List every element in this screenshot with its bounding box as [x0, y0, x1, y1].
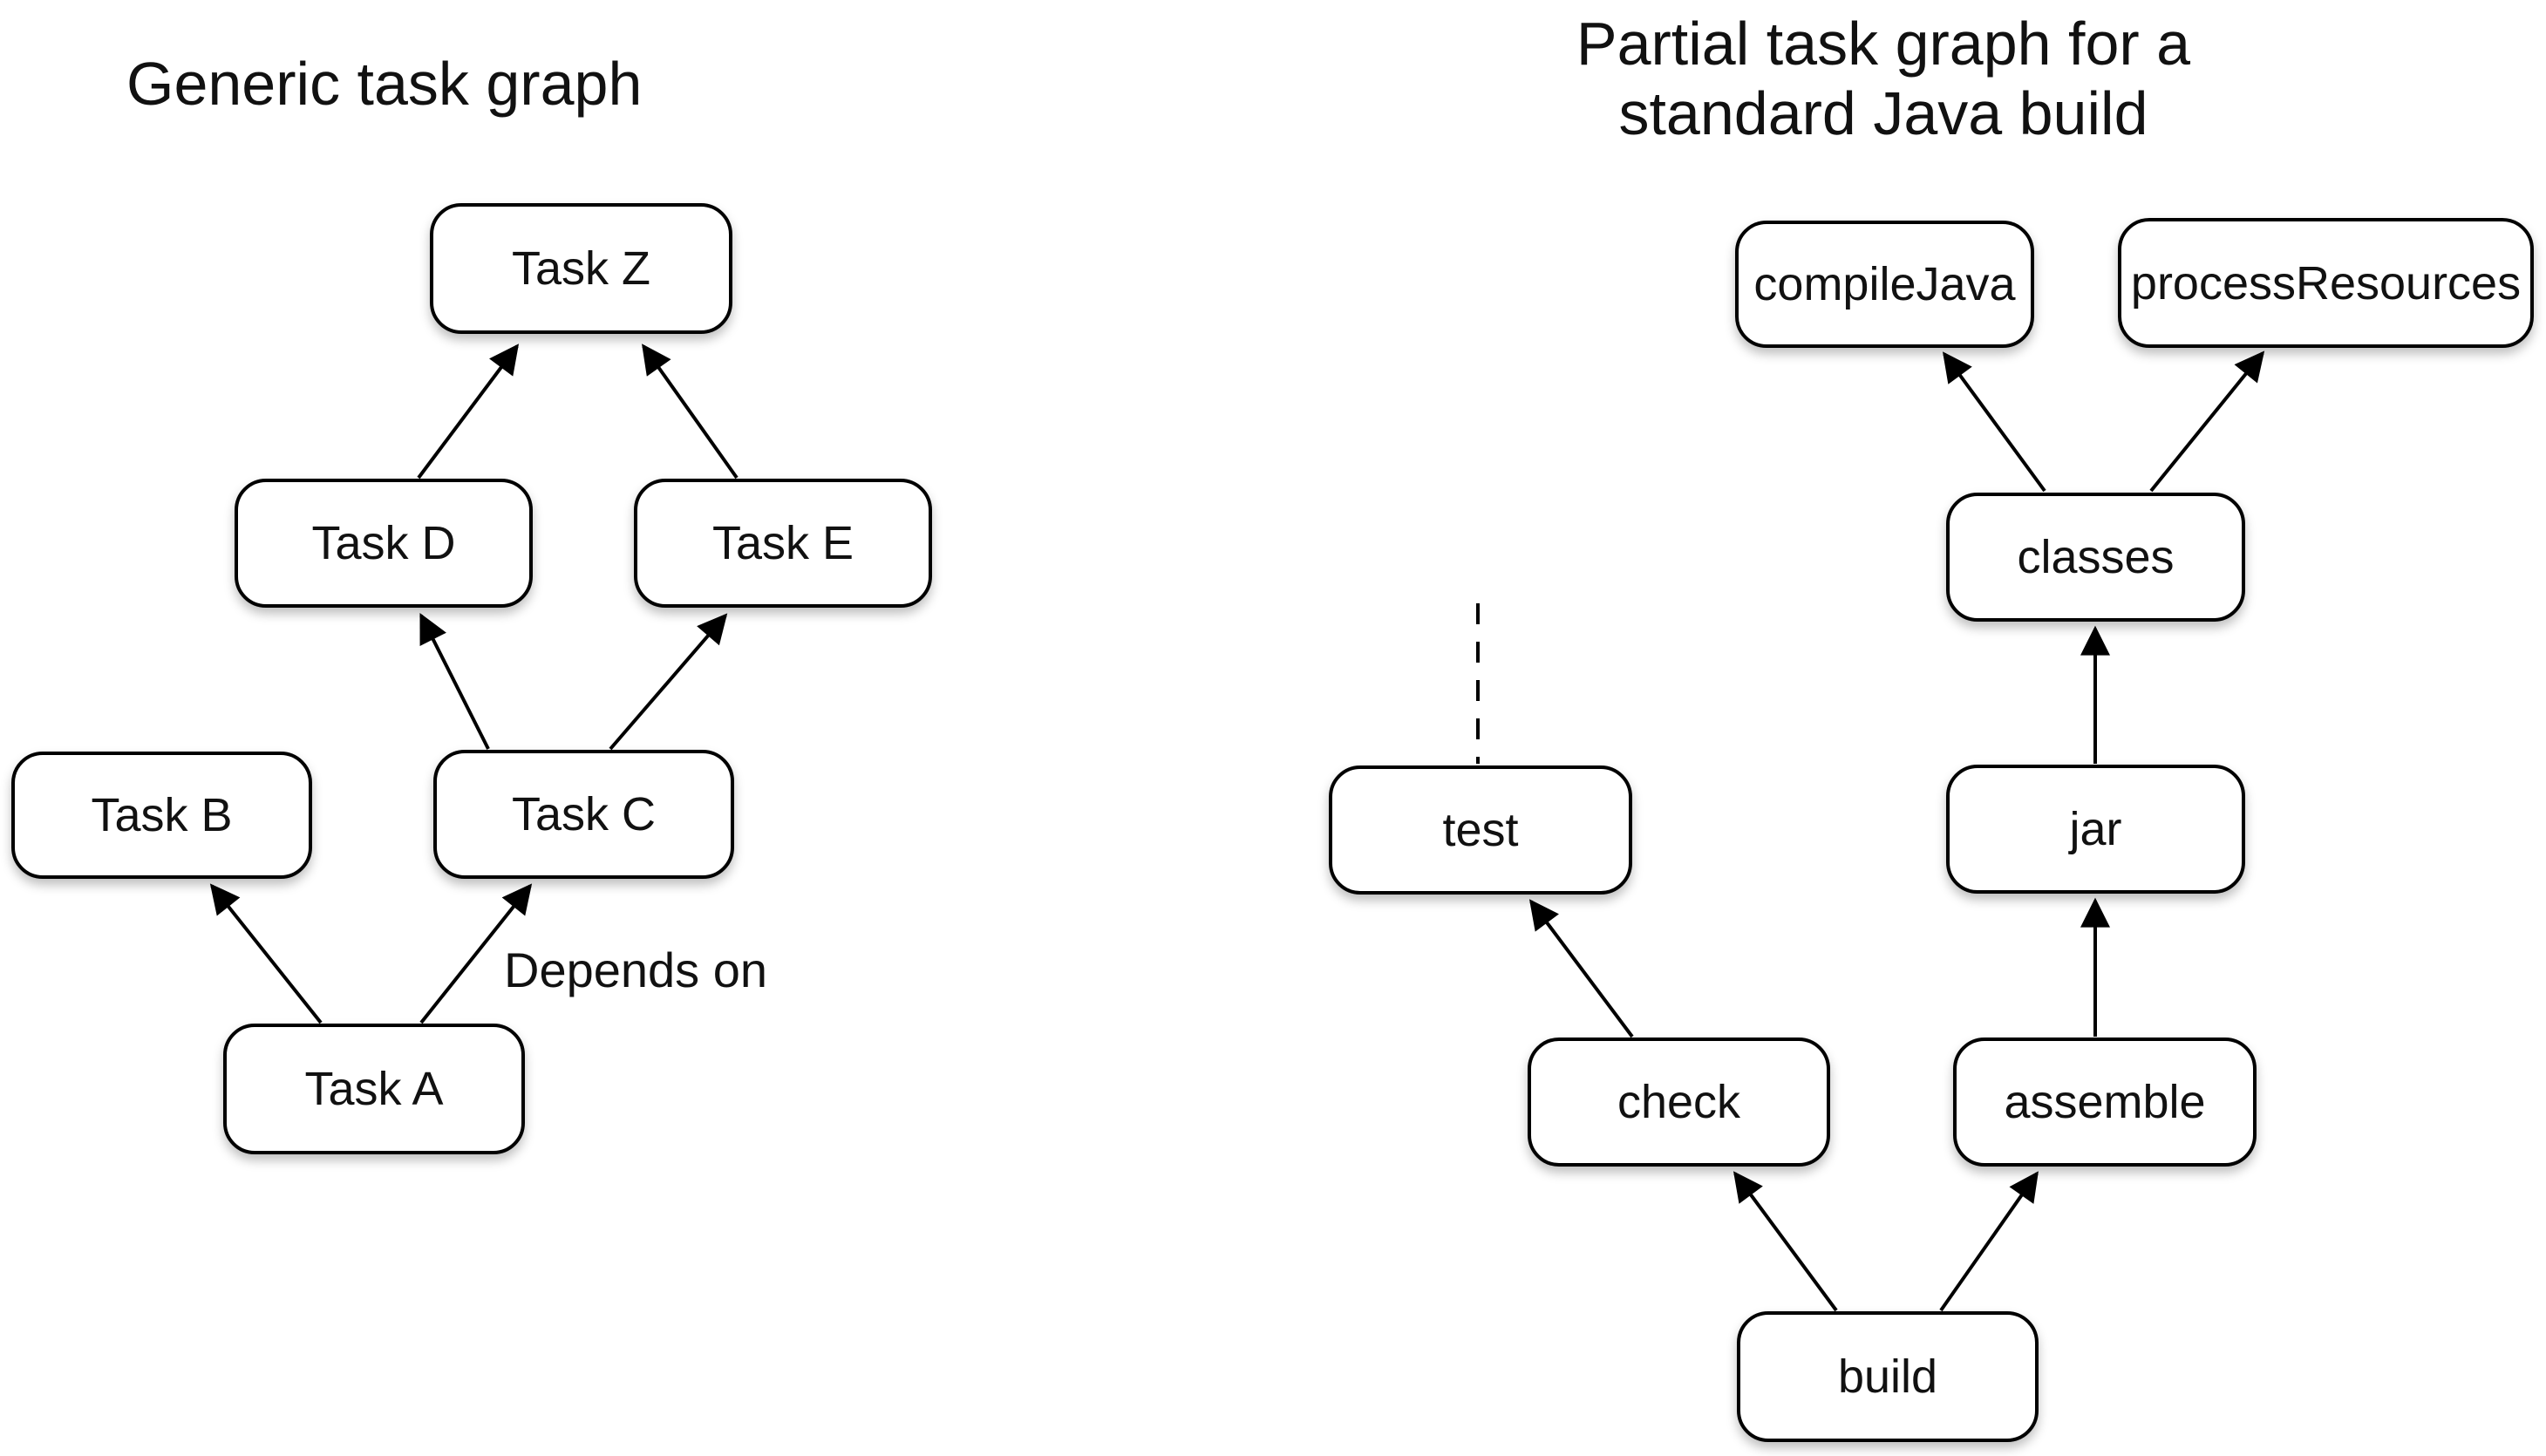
node-classes: classes: [1946, 493, 2245, 622]
node-task-d: Task D: [235, 479, 533, 608]
edge-task-a-to-task-c: [419, 883, 533, 1024]
edge-classes-to-compileJava: [1942, 351, 2046, 493]
right-diagram-title-line2: standard Java build: [1618, 79, 2148, 147]
edge-task-c-to-task-e: [609, 613, 728, 751]
right-diagram-title: Partial task graph for a standard Java b…: [1482, 9, 2284, 148]
node-check: check: [1528, 1038, 1830, 1167]
node-task-z: Task Z: [430, 203, 732, 334]
node-compileJava: compileJava: [1735, 221, 2034, 348]
node-test: test: [1329, 765, 1632, 895]
node-task-b: Task B: [11, 752, 312, 879]
edge-task-c-to-task-d: [419, 612, 490, 750]
edge-task-d-to-task-z: [417, 344, 520, 480]
edge-task-e-to-task-z: [642, 344, 739, 480]
edge-build-to-check: [1733, 1171, 1838, 1312]
node-task-c: Task C: [433, 750, 734, 879]
node-processResources: processResources: [2118, 218, 2534, 348]
edge-build-to-assemble: [1939, 1171, 2039, 1312]
node-task-e: Task E: [634, 479, 932, 608]
node-task-a: Task A: [223, 1024, 525, 1154]
node-build: build: [1737, 1311, 2039, 1442]
left-diagram-title: Generic task graph: [126, 50, 643, 118]
edge-check-to-test: [1528, 899, 1634, 1038]
edge-classes-to-processResources: [2149, 350, 2265, 493]
depends-on-label: Depends on: [504, 942, 768, 997]
edge-task-a-to-task-b: [209, 883, 323, 1024]
node-assemble: assemble: [1953, 1038, 2257, 1167]
node-jar: jar: [1946, 765, 2245, 894]
right-diagram-title-line1: Partial task graph for a: [1576, 10, 2191, 78]
